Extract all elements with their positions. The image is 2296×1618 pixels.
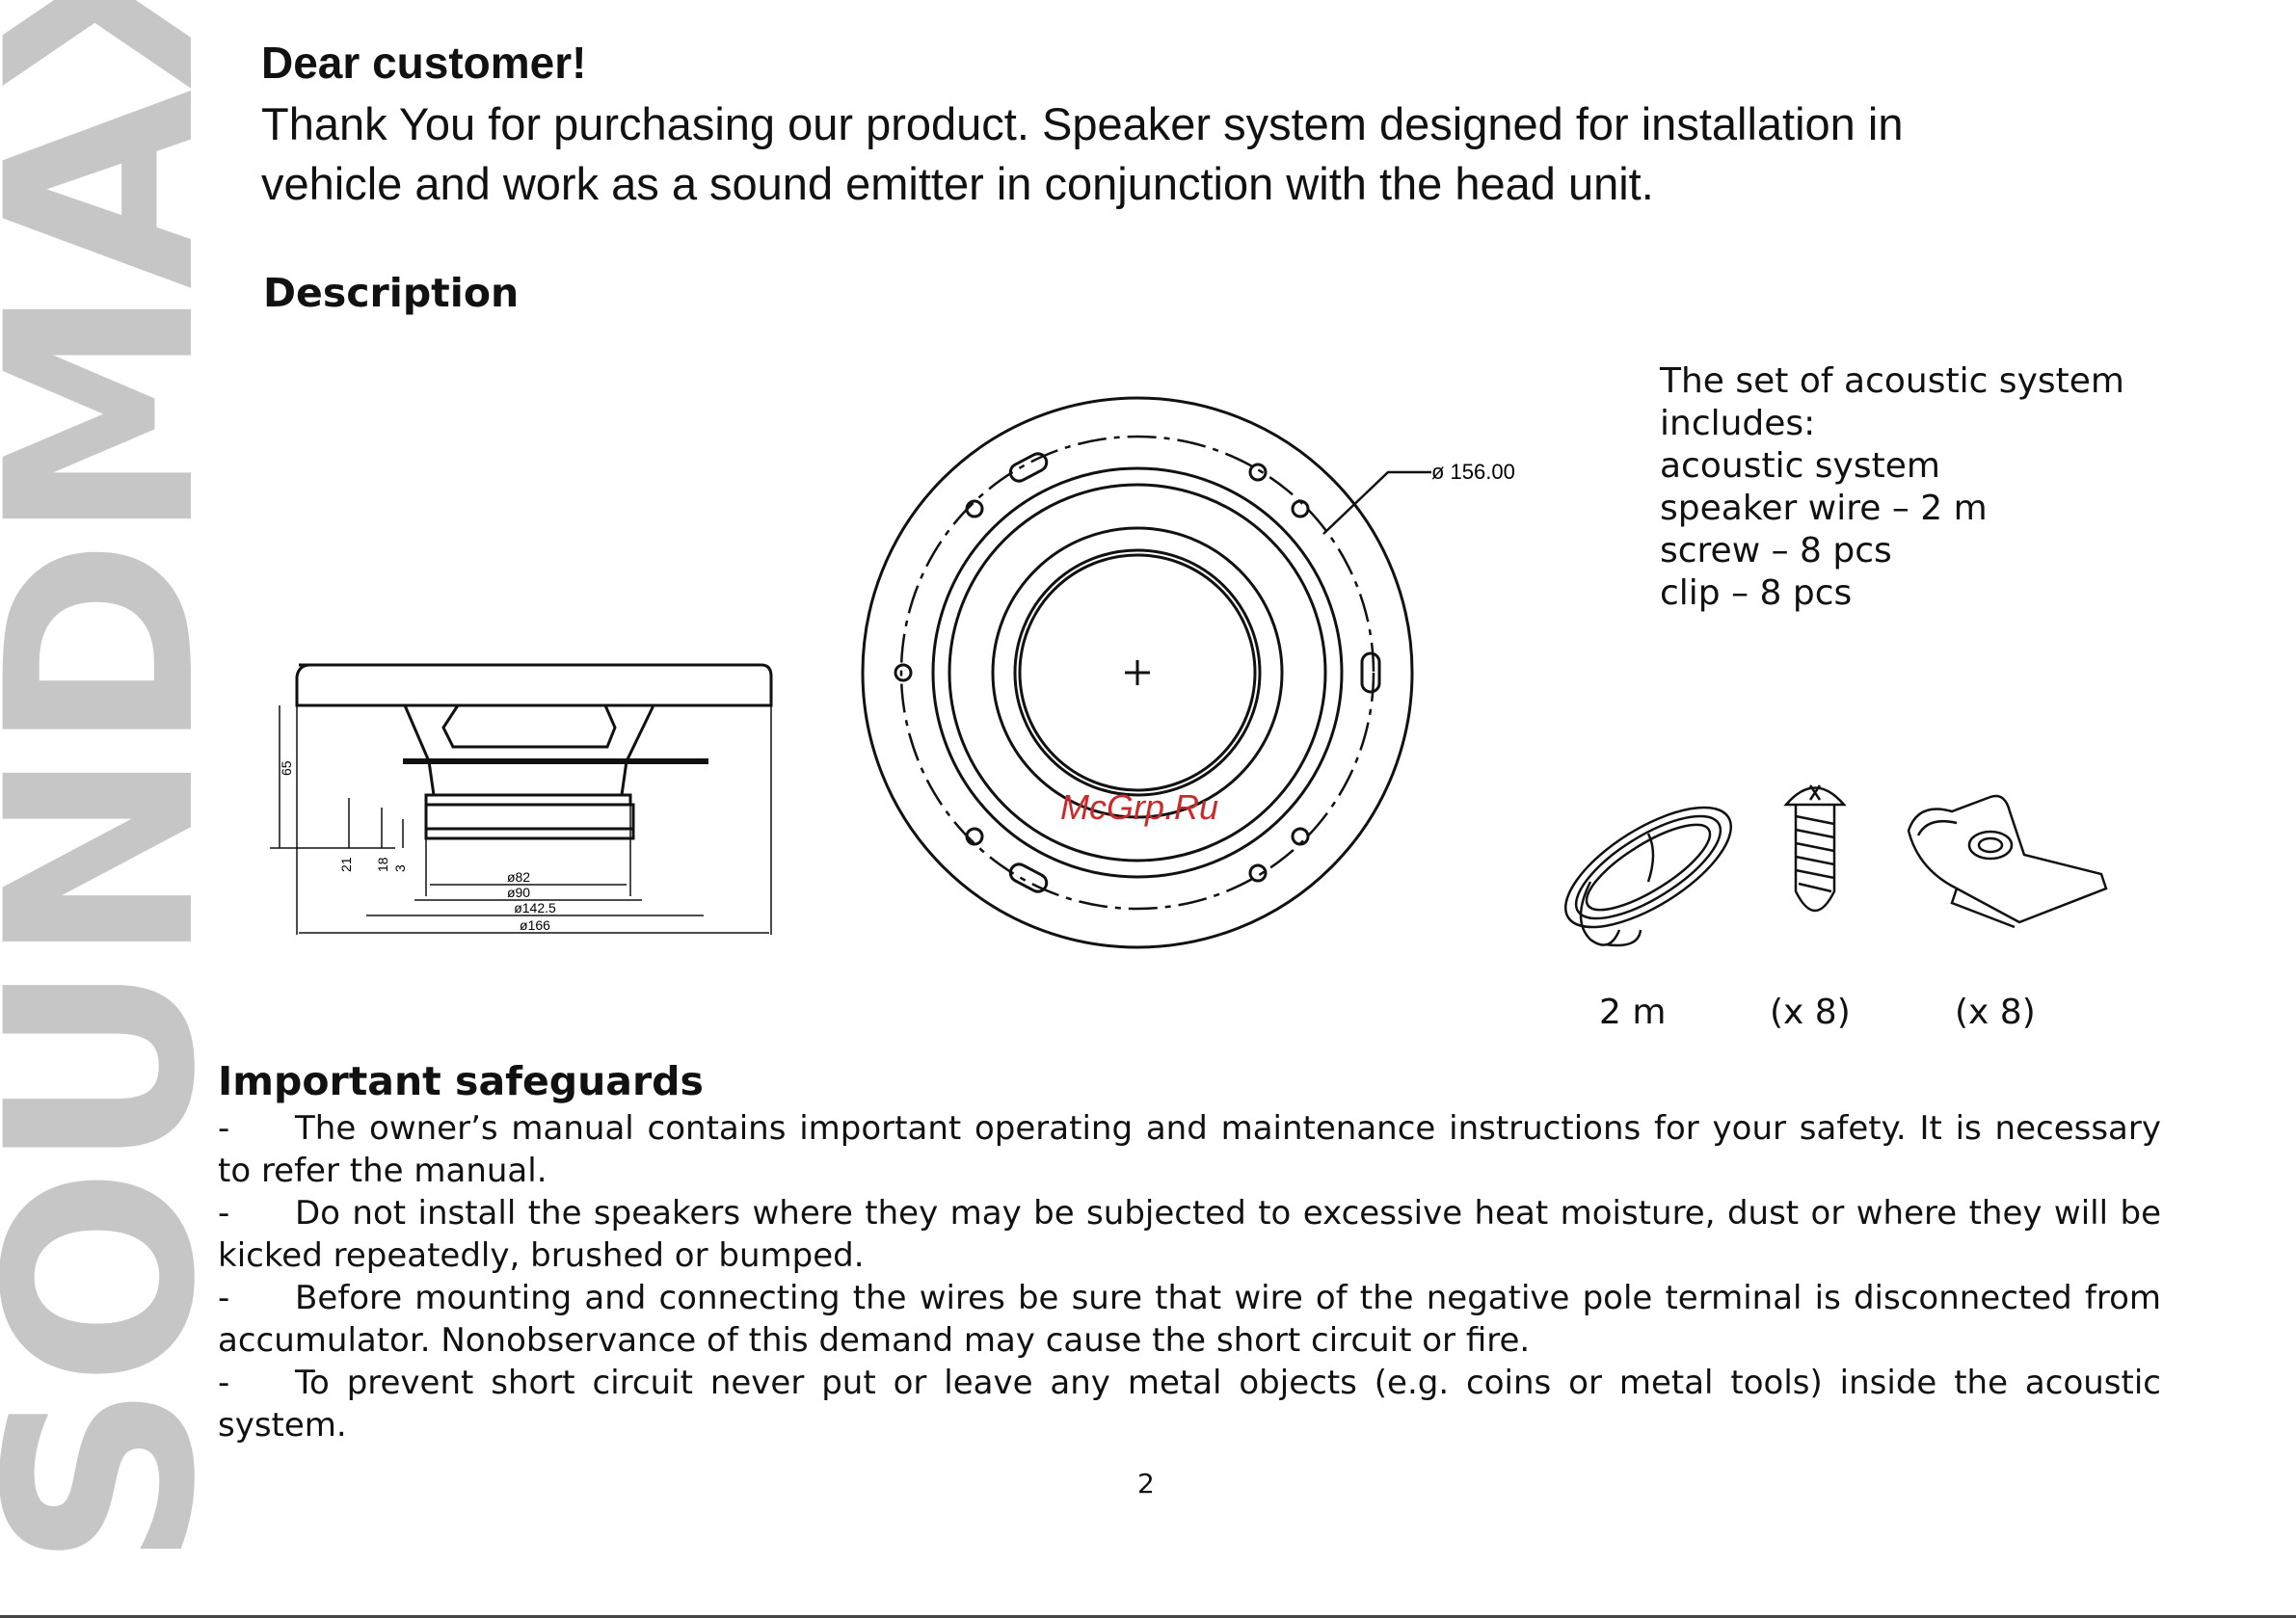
kit-list-item: clip – 8 pcs xyxy=(1660,573,1853,613)
dim-height-3: 3 xyxy=(392,864,408,872)
kit-list: The set of acoustic system includes: aco… xyxy=(1660,360,2124,615)
greeting-body: Thank You for purchasing our product. Sp… xyxy=(261,98,1904,209)
bullet-dash: - xyxy=(218,1279,230,1317)
kit-list-item: screw – 8 pcs xyxy=(1660,531,1892,570)
bottom-rule xyxy=(0,1615,2296,1618)
safeguards-title: Important safeguards xyxy=(218,1058,704,1104)
brand-logo: SOUNDMAX xyxy=(0,0,253,1569)
kit-list-item: includes: xyxy=(1660,404,1816,443)
dim-height-18: 18 xyxy=(375,857,390,872)
safeguard-item: -The owner’s manual contains important o… xyxy=(218,1107,2161,1192)
safeguard-text: Do not install the speakers where they m… xyxy=(218,1194,2161,1275)
kit-list-item: The set of acoustic system xyxy=(1660,361,2124,401)
safeguard-text: Before mounting and connecting the wires… xyxy=(218,1279,2161,1360)
speaker-side-view-diagram: 65 21 18 3 ø82 ø90 ø142.5 ø166 xyxy=(270,663,773,935)
dim-height-21: 21 xyxy=(338,857,354,872)
mounting-clip-icon xyxy=(1907,794,2108,929)
safeguard-text: To prevent short circuit never put or le… xyxy=(218,1364,2161,1445)
safeguard-item: -Before mounting and connecting the wire… xyxy=(218,1277,2161,1362)
accessory-label-screw: (x 8) xyxy=(1770,993,1851,1032)
dim-height-65: 65 xyxy=(279,760,294,776)
dim-diameter-90: ø90 xyxy=(507,885,530,900)
speaker-front-view-diagram: ø 156.00 McGrp.Ru xyxy=(861,396,1515,949)
bullet-dash: - xyxy=(218,1364,230,1402)
kit-list-item: speaker wire – 2 m xyxy=(1660,489,1988,528)
dim-diameter-142: ø142.5 xyxy=(514,900,556,915)
description-title: Description xyxy=(263,270,520,316)
speaker-wire-coil-icon xyxy=(1563,806,1733,947)
watermark: McGrp.Ru xyxy=(1060,787,1218,827)
accessory-label-wire: 2 m xyxy=(1599,993,1667,1032)
bullet-dash: - xyxy=(218,1109,230,1148)
safeguard-item: -Do not install the speakers where they … xyxy=(218,1192,2161,1277)
safeguard-item: -To prevent short circuit never put or l… xyxy=(218,1362,2161,1446)
safeguard-text: The owner’s manual contains important op… xyxy=(218,1109,2161,1190)
accessory-label-clip: (x 8) xyxy=(1955,993,2036,1032)
kit-list-item: acoustic system xyxy=(1660,446,1940,486)
bullet-dash: - xyxy=(218,1194,230,1233)
page-number: 2 xyxy=(1137,1468,1155,1499)
safeguards-list: -The owner’s manual contains important o… xyxy=(218,1107,2161,1446)
dim-diameter-166: ø166 xyxy=(520,917,550,933)
greeting-title: Dear customer! xyxy=(261,38,587,88)
dim-diameter-82: ø82 xyxy=(507,869,530,885)
front-diameter-label: ø 156.00 xyxy=(1431,460,1515,484)
screw-icon xyxy=(1783,784,1847,913)
